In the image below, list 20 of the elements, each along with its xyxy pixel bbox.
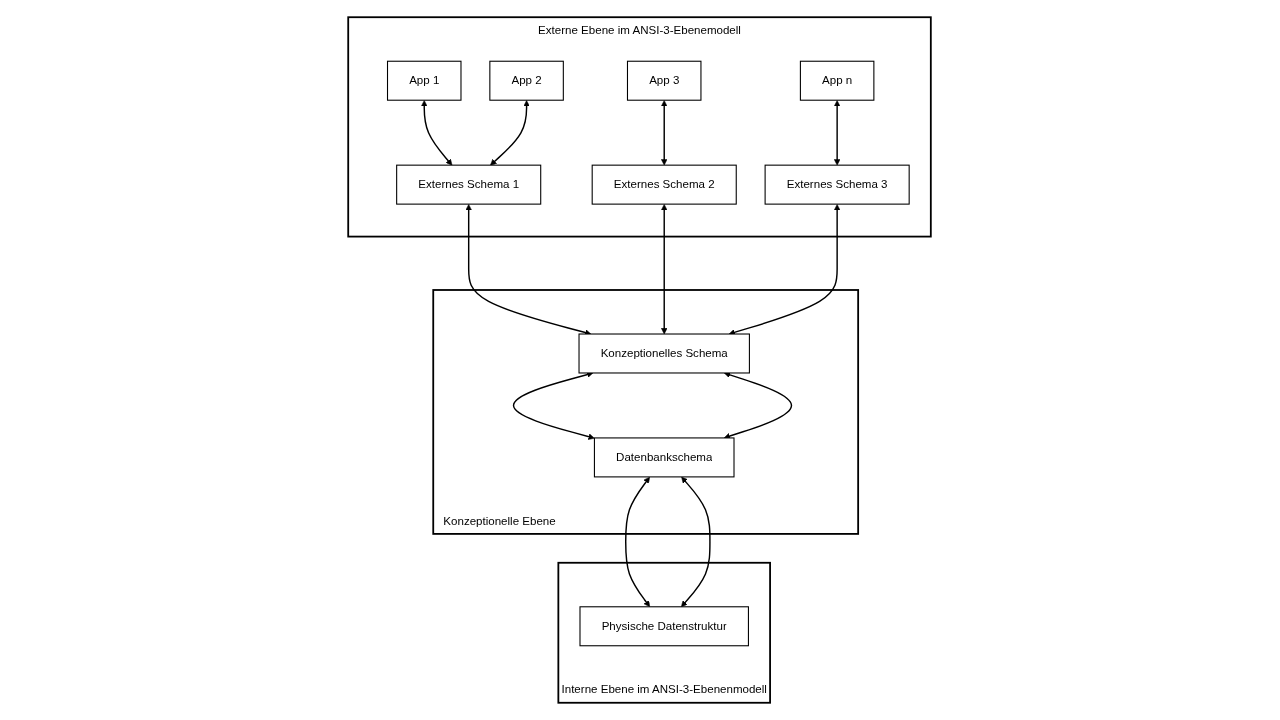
arrow [661,100,668,166]
node-box: Externes Schema 2 [592,164,738,205]
node-box: Externes Schema 1 [396,164,542,205]
arrow [490,100,531,166]
arrow [466,204,592,336]
node-box: App 2 [489,60,565,101]
arrow [834,100,841,166]
node-box: App n [800,60,875,101]
node-box: App 3 [627,60,702,101]
arrow [625,476,651,608]
node-box: Physische Datenstruktur [579,606,750,647]
node-box: App 1 [387,60,462,101]
arrow [421,100,453,166]
node-box: Externes Schema 3 [765,164,911,205]
arrow [729,204,841,336]
node-box: Konzeptionelles Schema [578,333,751,374]
arrow [661,204,668,335]
arrow [513,371,596,440]
arrow [681,476,712,608]
node-box: Datenbankschema [594,437,736,478]
